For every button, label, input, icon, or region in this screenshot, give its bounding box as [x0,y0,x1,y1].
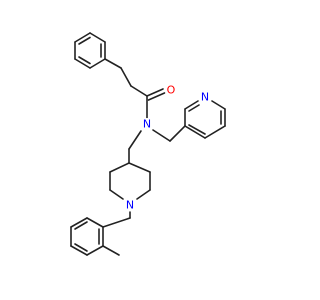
amide-nitrogen-atom: N [141,118,153,131]
pyridine-ring [184,100,226,139]
pyridine-nitrogen-label: N [201,91,209,104]
pyridine-nitrogen-atom: N [199,91,211,104]
benzyl-linker [102,211,131,228]
pyridylmethyl-linker [152,125,186,142]
piperidine-ring [109,162,151,200]
amide-nitrogen-label: N [143,118,151,131]
piperidine-nitrogen-atom: N [124,199,136,212]
amide-oxygen-label: O [167,84,176,97]
molecule-diagram: O N N N [70,32,226,256]
tolyl-ring [70,217,120,256]
propanoyl-chain [104,58,166,119]
phenyl-ring [74,32,106,69]
piperidine-nitrogen-label: N [126,199,134,212]
amide-oxygen-atom: O [165,84,177,97]
piperidylmethyl-linker [128,130,142,164]
